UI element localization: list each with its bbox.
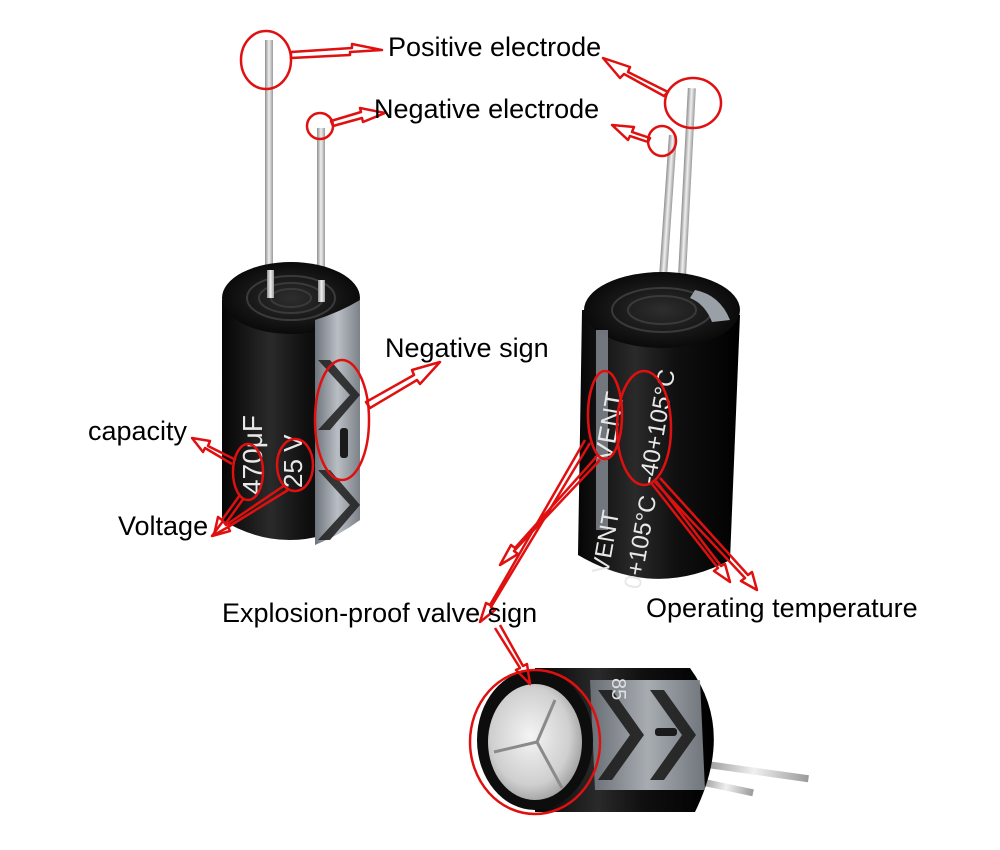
label-explosion-proof-valve-sign: Explosion-proof valve sign bbox=[222, 598, 537, 628]
arrow-positive-left bbox=[289, 42, 384, 60]
arrow-vent bbox=[498, 454, 601, 567]
circle-positive-electrode-right bbox=[663, 76, 723, 130]
capacitor-1-lead-positive bbox=[265, 40, 273, 270]
capacitor-1: 470μF 25 V bbox=[222, 40, 360, 545]
arrow-negative-sign bbox=[364, 360, 442, 410]
circle-temperature bbox=[615, 369, 673, 487]
label-capacity: capacity bbox=[88, 416, 188, 446]
capacitor-3: 85 bbox=[477, 668, 809, 812]
capacitor-2-lead-positive bbox=[676, 87, 696, 309]
circle-vent bbox=[586, 369, 624, 461]
capacitor-2-top bbox=[584, 272, 740, 348]
capacitor-1-capacity-text: 470μF bbox=[237, 415, 268, 495]
circle-capacity bbox=[231, 442, 265, 502]
circle-negative-sign bbox=[313, 358, 371, 482]
capacitor-1-minus-mark bbox=[340, 428, 348, 458]
label-positive-electrode: Positive electrode bbox=[388, 32, 601, 62]
label-negative-sign: Negative sign bbox=[385, 333, 549, 363]
capacitor-2-body bbox=[578, 310, 740, 579]
capacitor-1-lead-negative bbox=[317, 128, 325, 288]
circle-valve bbox=[468, 668, 602, 816]
label-operating-temperature: Operating temperature bbox=[646, 593, 918, 623]
capacitor-3-minus-mark bbox=[655, 728, 677, 736]
arrow-temperature-1 bbox=[651, 480, 732, 584]
labels: Positive electrode Negative electrode Ne… bbox=[88, 32, 918, 628]
circle-positive-electrode-left bbox=[239, 29, 293, 91]
arrow-vent-2 bbox=[478, 439, 592, 624]
label-negative-electrode: Negative electrode bbox=[374, 94, 599, 124]
circle-voltage bbox=[275, 437, 315, 493]
capacitor-3-sleeve-text: 85 bbox=[607, 678, 629, 700]
arrow-positive-right bbox=[601, 56, 670, 98]
arrow-negative-left bbox=[329, 106, 387, 128]
annotation-circles bbox=[231, 29, 723, 816]
arrow-capacity bbox=[190, 436, 237, 466]
capacitor-1-chevron bbox=[318, 360, 360, 430]
annotation-arrows bbox=[190, 42, 759, 686]
capacitor-2-lead-negative bbox=[656, 134, 677, 316]
capacitor-1-top bbox=[222, 262, 360, 334]
arrow-valve bbox=[493, 624, 532, 686]
valve-score-y-icon bbox=[493, 699, 564, 789]
label-voltage: Voltage bbox=[118, 511, 208, 541]
capacitor-2: VENT -40+105°C VENT 0+105°C bbox=[578, 87, 740, 591]
arrow-temperature-2 bbox=[654, 477, 759, 592]
capacitor-3-lead-1 bbox=[699, 759, 809, 783]
arrow-negative-right bbox=[610, 123, 652, 144]
arrow-voltage-2 bbox=[210, 483, 289, 538]
capacitor-3-lead-2 bbox=[698, 778, 754, 797]
